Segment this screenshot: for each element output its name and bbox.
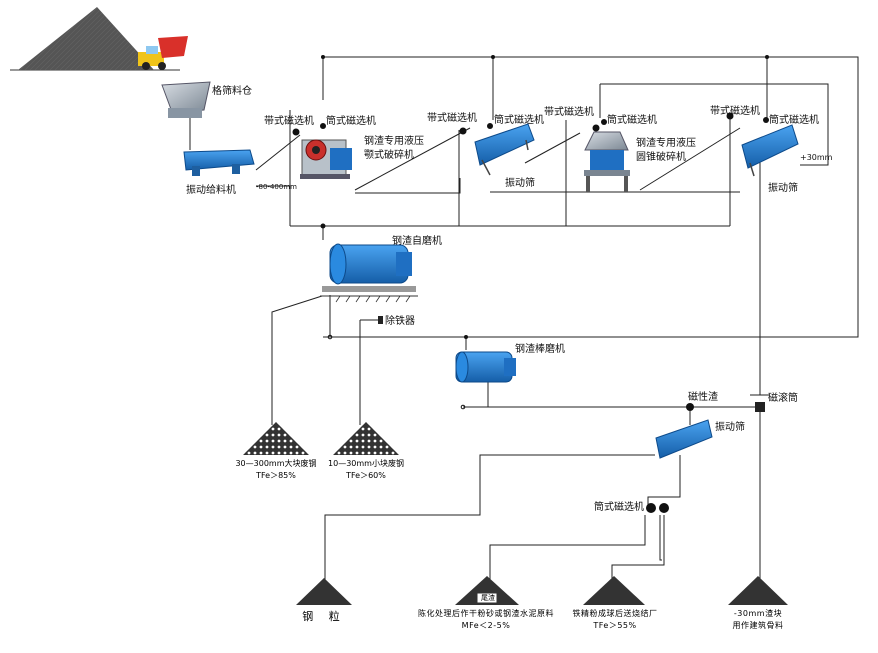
mill-icon bbox=[320, 243, 418, 303]
drum-magnet-2-label: 筒式磁选机 bbox=[494, 115, 544, 126]
screen-1-label: 振动筛 bbox=[505, 178, 535, 189]
rod-mill-icon bbox=[455, 351, 516, 383]
slag-block-label: -30mm渣块 用作建筑骨料 bbox=[716, 608, 800, 632]
jaw-crusher-label-2: 颚式破碎机 bbox=[364, 150, 414, 161]
tailings-use: 陈化处理后作干粉砂或钢渣水泥原料 bbox=[418, 609, 554, 618]
drum-magnet-3-label: 筒式磁选机 bbox=[607, 115, 657, 126]
belt-magnet-3-label: 带式磁选机 bbox=[544, 107, 594, 118]
small-steel-grade: TFe＞60% bbox=[346, 471, 386, 480]
tailings-badge: 尾渣 bbox=[481, 594, 495, 602]
drum-magnet-5-label: 筒式磁选机 bbox=[594, 502, 644, 513]
jaw-crusher-label-1: 钢渣专用液压 bbox=[364, 136, 424, 147]
iron-powder-label: 铁精粉成球后送烧结厂 TFe＞55% bbox=[560, 608, 670, 632]
steel-grain-label: 钢 粒 bbox=[302, 610, 346, 623]
screen-icon bbox=[741, 124, 799, 177]
hopper-icon bbox=[161, 81, 211, 150]
magnet-roller-icon bbox=[646, 503, 669, 513]
small-steel-label: 10—30mm小块废钢 TFe＞60% bbox=[318, 458, 414, 482]
magnet-roller-icon bbox=[755, 402, 765, 412]
magnetic-drum-label: 磁滚筒 bbox=[768, 393, 798, 404]
plus30-label: +30mm bbox=[800, 153, 833, 162]
drum-magnet-4-label: 筒式磁选机 bbox=[769, 115, 819, 126]
tailings-label: 陈化处理后作干粉砂或钢渣水泥原料 MFe＜2-5% bbox=[400, 608, 572, 632]
iron-powder-grade: TFe＞55% bbox=[593, 621, 637, 630]
screen-3-label: 振动筛 bbox=[715, 422, 745, 433]
drum-magnet-1-label: 筒式磁选机 bbox=[326, 116, 376, 127]
tailings-grade: MFe＜2-5% bbox=[461, 621, 511, 630]
screen-2-label: 振动筛 bbox=[768, 183, 798, 194]
magnetic-slag-label: 磁性渣 bbox=[688, 392, 718, 403]
autogenous-mill-label: 钢渣自磨机 bbox=[392, 236, 442, 247]
large-steel-size: 30—300mm大块废钢 bbox=[235, 459, 317, 468]
cone-crusher-label-2: 圆锥破碎机 bbox=[636, 152, 686, 163]
jaw-crusher-icon bbox=[300, 139, 352, 179]
belt-magnet-2-label: 带式磁选机 bbox=[427, 113, 477, 124]
iron-remover-icon bbox=[378, 316, 383, 324]
rod-mill-label: 钢渣棒磨机 bbox=[515, 344, 565, 355]
belt-magnet-1-label: 带式磁选机 bbox=[264, 116, 314, 127]
feed-size-label: -80-400mm bbox=[256, 183, 297, 191]
large-steel-grade: TFe＞85% bbox=[256, 471, 296, 480]
cone-crusher-label-1: 钢渣专用液压 bbox=[636, 138, 696, 149]
raw-slag-pile-icon bbox=[10, 7, 180, 71]
magnet-roller-icon bbox=[292, 112, 769, 136]
flow-lines bbox=[255, 56, 859, 580]
cone-crusher-icon bbox=[584, 131, 630, 192]
iron-powder-use: 铁精粉成球后送烧结厂 bbox=[572, 609, 658, 618]
iron-remover-label: 除铁器 bbox=[385, 316, 415, 327]
slag-block-use: 用作建筑骨料 bbox=[732, 621, 784, 630]
hopper-label: 格筛料仓 bbox=[212, 86, 252, 97]
product-pile-icon bbox=[243, 422, 788, 605]
belt-magnet-4-label: 带式磁选机 bbox=[710, 106, 760, 117]
small-steel-size: 10—30mm小块废钢 bbox=[328, 459, 404, 468]
feeder-icon bbox=[183, 149, 255, 176]
vibrating-feeder-label: 振动给料机 bbox=[186, 185, 236, 196]
screen-icon bbox=[474, 123, 535, 176]
dump-truck-icon bbox=[138, 36, 188, 70]
junction-dots bbox=[320, 55, 769, 411]
screen-icon bbox=[655, 419, 713, 459]
large-steel-label: 30—300mm大块废钢 TFe＞85% bbox=[226, 458, 326, 482]
slag-block-size: -30mm渣块 bbox=[733, 609, 783, 618]
